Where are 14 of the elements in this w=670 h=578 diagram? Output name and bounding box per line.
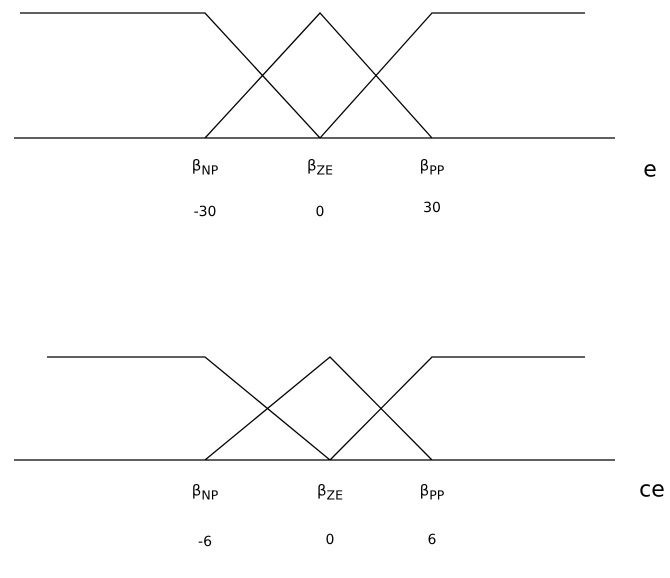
symbol-label: β$_{NP}$ <box>192 482 218 502</box>
tick-label: 0 <box>326 532 334 548</box>
symbol-label: β$_{ZE}$ <box>306 156 334 178</box>
tick-label: 30 <box>423 200 441 216</box>
axis-label: ce <box>639 478 665 502</box>
tick-label: -30 <box>194 204 216 220</box>
axis-label: e <box>643 158 657 182</box>
symbol-label: β$_{NP}$ <box>192 156 218 178</box>
tick-label: -6 <box>198 534 212 550</box>
tick-label: 6 <box>428 532 436 548</box>
symbol-label: β$_{ZE}$ <box>316 482 344 502</box>
symbol-label: β$_{PP}$ <box>420 156 444 178</box>
symbol-label: β$_{PP}$ <box>420 482 444 502</box>
tick-label: 0 <box>316 204 324 220</box>
